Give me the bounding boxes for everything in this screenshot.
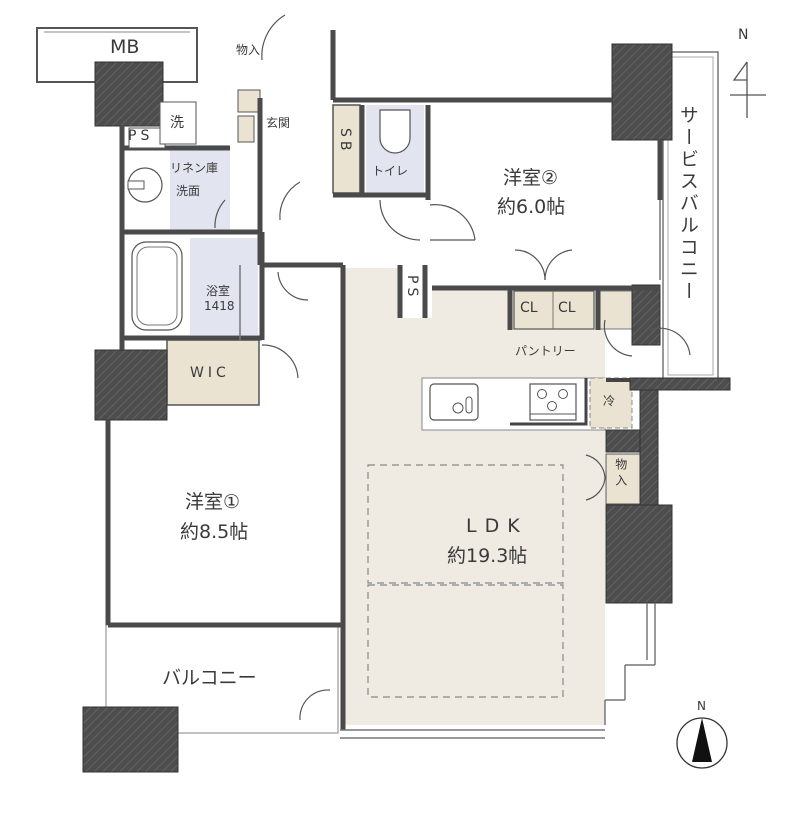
label-washroom: 洗面 xyxy=(176,184,201,198)
north-label-top: N xyxy=(738,27,749,43)
ldk-zone-lower xyxy=(367,584,564,698)
label-bath-size: 1418 xyxy=(204,299,235,313)
sink-icon xyxy=(429,383,479,421)
label-ps-mid: PS xyxy=(404,275,421,301)
label-closet-2: CL xyxy=(558,300,576,316)
label-mb: MB xyxy=(110,36,140,58)
label-service-balcony: サービスバルコニー xyxy=(676,105,699,303)
compass-icon xyxy=(676,717,728,769)
north-arrow-top xyxy=(730,61,766,118)
ldk-floor xyxy=(343,268,605,725)
label-western2-name: 洋室② xyxy=(503,167,559,189)
label-toilet: トイレ xyxy=(372,164,409,178)
label-storage-ldk: 物入 xyxy=(613,458,628,490)
label-western1-name: 洋室① xyxy=(185,491,241,513)
label-shoe-box: SB xyxy=(337,128,354,155)
ldk-zone-upper xyxy=(367,464,564,584)
toilet-icon xyxy=(379,109,411,154)
label-entrance: 玄関 xyxy=(266,116,291,130)
label-bath: 浴室 xyxy=(206,284,231,298)
walls xyxy=(105,30,663,730)
wic-floor xyxy=(166,339,260,406)
label-closet-1: CL xyxy=(520,300,538,316)
bathtub-icon xyxy=(131,241,183,331)
label-western1-size: 約8.5帖 xyxy=(180,521,249,543)
label-storage-top: 物入 xyxy=(236,43,261,57)
cl-floor xyxy=(513,290,595,330)
linen-washroom-floor xyxy=(170,145,230,230)
doors xyxy=(214,14,691,721)
label-ldk-size: 約19.3帖 xyxy=(447,545,528,567)
fridge-space xyxy=(589,377,633,429)
label-ps-top: PS xyxy=(128,128,154,144)
label-laundry: 洗 xyxy=(170,115,184,131)
label-pantry: パントリー xyxy=(515,344,576,358)
bath-floor xyxy=(190,238,258,335)
label-fridge: 冷 xyxy=(603,394,616,408)
label-ldk-name: LDK xyxy=(466,515,528,537)
mb-closet xyxy=(36,27,198,83)
label-western2-size: 約6.0帖 xyxy=(497,196,566,218)
label-balcony: バルコニー xyxy=(162,667,257,689)
label-linen: リネン庫 xyxy=(170,161,219,175)
label-wic: WIC xyxy=(190,365,230,381)
north-label-bottom: N xyxy=(697,699,706,713)
